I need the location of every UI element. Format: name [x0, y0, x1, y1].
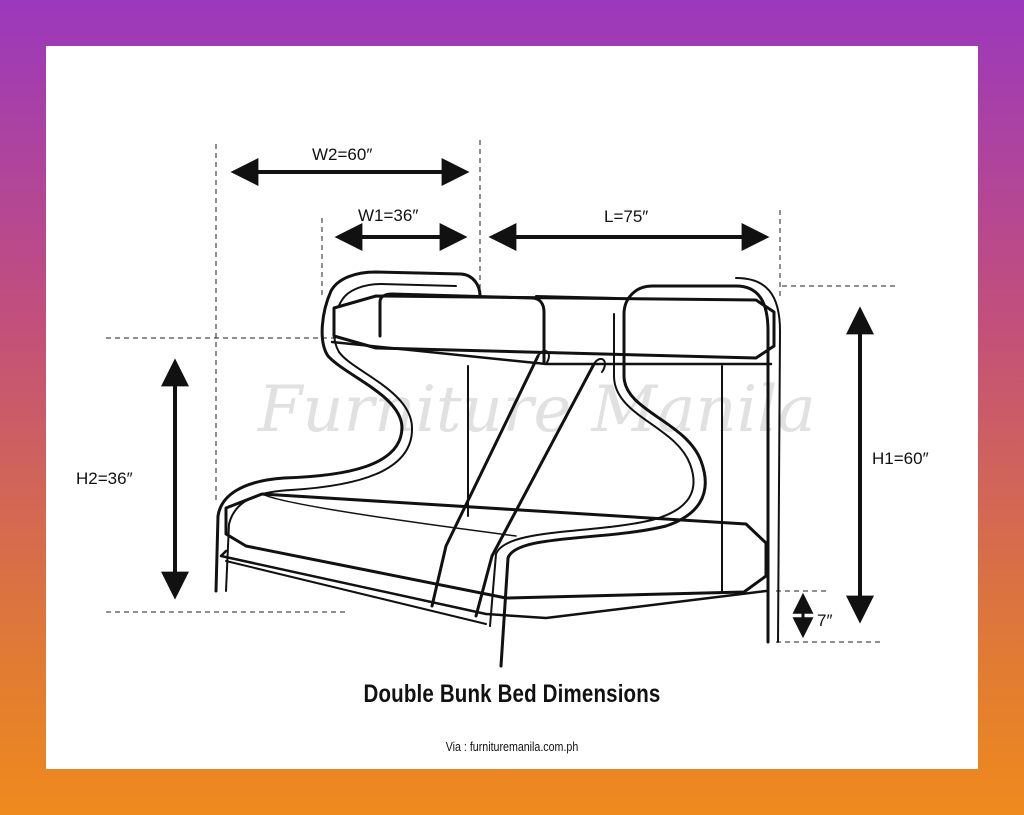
- h2-label: H2=36″: [76, 469, 133, 488]
- watermark-text: Furniture Manila: [257, 373, 816, 447]
- left-end-frame: [214, 270, 482, 593]
- content-card: Furniture Manila W2=60″ W1=36″ L=75″ H2=…: [46, 46, 978, 769]
- guide-lines: [106, 140, 898, 643]
- h1-label: H1=60″: [872, 449, 929, 468]
- ladder: [430, 354, 540, 608]
- leg-label: 7″: [817, 611, 832, 630]
- source-credit: Via : furnituremanila.com.ph: [445, 739, 579, 754]
- dimension-arrows: [161, 158, 874, 639]
- bunk-bed-drawing: [214, 270, 781, 668]
- w2-label: W2=60″: [312, 145, 372, 164]
- w1-label: W1=36″: [358, 206, 418, 225]
- bunk-bed-diagram: Furniture Manila W2=60″ W1=36″ L=75″ H2=…: [76, 140, 929, 668]
- diagram-title: Double Bunk Bed Dimensions: [363, 680, 661, 708]
- guard-rail: [378, 292, 546, 364]
- length-label: L=75″: [604, 207, 648, 226]
- right-end-frame: [499, 284, 770, 668]
